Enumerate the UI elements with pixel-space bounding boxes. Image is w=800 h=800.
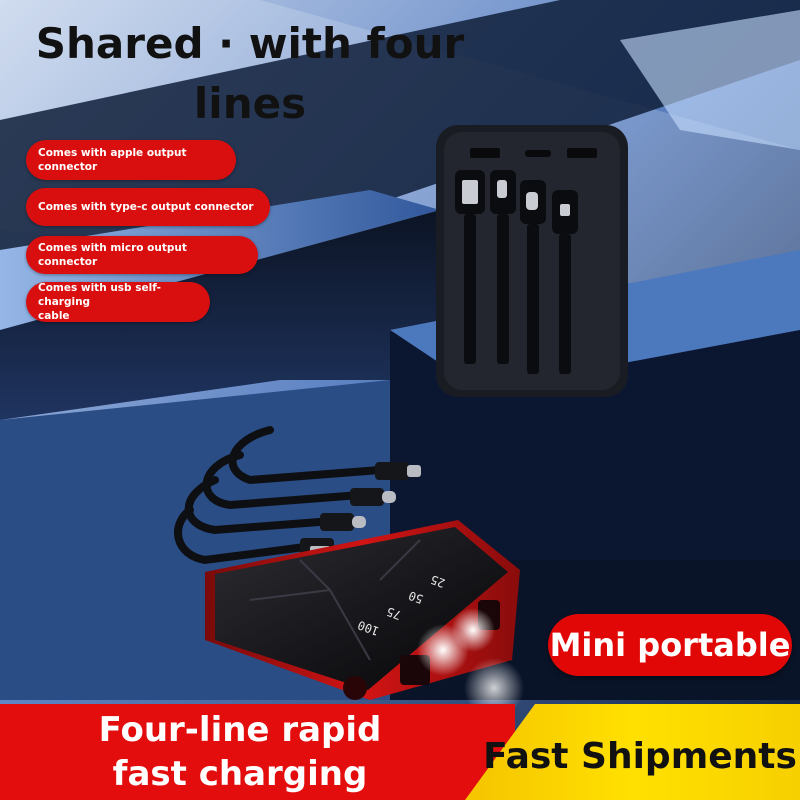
- feature-pill-type-c: Comes with type-c output connector: [26, 188, 270, 226]
- four-line-charging-line-1: Four-line rapid: [98, 710, 382, 750]
- bottom-banner-red: [0, 704, 515, 800]
- four-line-charging-line-2: fast charging: [112, 754, 368, 794]
- headline-line-2: lines: [193, 79, 307, 128]
- headline: Shared · with four lines: [10, 14, 490, 134]
- fast-shipments-text: Fast Shipments: [483, 736, 797, 777]
- feature-pill-micro-label: Comes with micro output connector: [38, 242, 187, 268]
- four-line-charging-text: Four-line rapid fast charging: [60, 708, 420, 796]
- mini-portable-badge: Mini portable: [548, 614, 792, 676]
- feature-pill-type-c-label: Comes with type-c output connector: [38, 201, 254, 213]
- display-value-75: 75: [385, 604, 403, 622]
- feature-pill-usb-line-1: Comes with usb self-charging: [38, 282, 161, 308]
- feature-pill-apple-line-1: Comes with apple output: [38, 147, 187, 159]
- display-value-100: 100: [356, 618, 381, 639]
- mini-portable-label: Mini portable: [549, 626, 791, 664]
- feature-pill-apple-line-2: connector: [38, 161, 98, 173]
- feature-pill-usb-line-2: cable: [38, 310, 70, 322]
- feature-pill-apple: Comes with apple output connector: [26, 140, 236, 180]
- headline-line-1: Shared · with four: [35, 19, 465, 68]
- feature-pill-usb: Comes with usb self-charging cable: [26, 282, 210, 322]
- black-powerbank-image: [436, 125, 628, 397]
- display-value-50: 50: [407, 588, 425, 606]
- feature-pill-micro: Comes with micro output connector: [26, 236, 258, 274]
- display-value-25: 25: [429, 572, 447, 590]
- red-powerbank-image: [174, 426, 524, 718]
